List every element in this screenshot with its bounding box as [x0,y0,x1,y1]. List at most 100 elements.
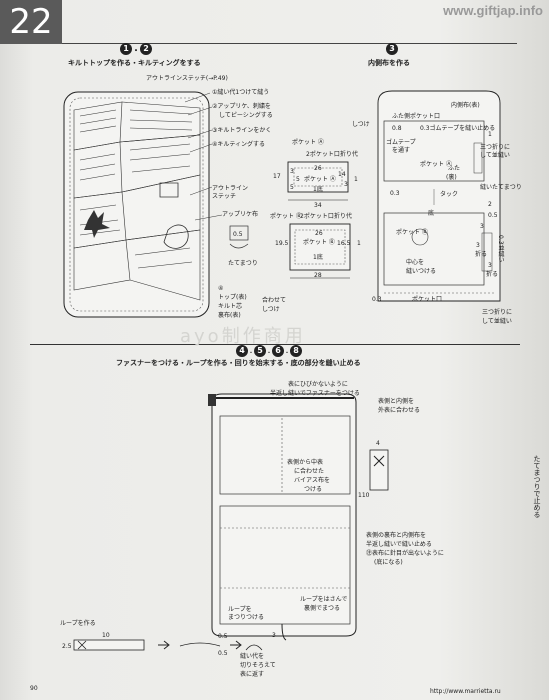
pocket-b-dim: 16.5 [337,240,351,247]
pocket-a-bottom: 1底 [313,186,323,193]
pocket-a-inner: ポケット Ⓐ [304,176,336,183]
pocket-b-label: ポケット Ⓑ [270,213,302,220]
inner-callout: ゴムテープ [386,139,416,146]
callout-2b: してピーシングする [219,112,273,119]
pocket-a-dim: 3 [290,168,294,175]
callout-tatematsuri: たてまつり [228,260,258,267]
inner-callout: 0.3ゴムテープを縫い止める [420,125,496,132]
inner-callout: 縫いつける [406,268,437,275]
pouch-illustration [208,393,357,641]
inner-callout: 1 [488,131,492,138]
callout-3: ③キルトラインをかく [212,127,272,134]
pocket-b-inner: ポケット Ⓑ [303,239,335,246]
callout-baste: しつけ [262,306,280,313]
pocket-a-dim: 14 [338,171,346,178]
pocket-b-dim: 1 [357,240,361,247]
pocket-a-dim: 17 [273,173,281,180]
pouch-callout: 表側から中表 [287,459,324,466]
footer-watermark: http://www.marrietta.ru [430,688,501,695]
inner-callout: 3 [488,262,492,269]
pocket-a-dim: 3 [344,181,348,188]
pocket-b-dim: 28 [314,272,322,279]
loop-dim: 0.5 [218,633,228,640]
applique-swatch: 0.5 [229,225,249,249]
pocket-a-diagram [287,161,349,201]
pocket-b-dim: 19.5 [275,240,289,247]
loop-dim: 2.5 [62,643,72,650]
inner-callout: 3 [476,242,480,249]
header-rule [62,43,517,44]
step-circle: 1 [120,42,132,55]
inner-callout: して並縫い [480,152,510,159]
page-number-badge: 22 [0,0,62,44]
callout-1: ①縫い代1つけて縫う [212,89,270,96]
pocket-a-label: ポケット Ⓐ [292,139,324,146]
page-number-bottom: 90 [30,685,38,692]
step-circle: 2 [140,42,152,55]
section1-title: キルトトップを作る・キルティングをする [68,59,201,67]
pouch-callout: 裏側でまつる [304,605,341,612]
pouch-callout: つける [304,486,323,493]
loop-steps-diagram [73,639,263,651]
inner-callout: 中心を [406,259,425,266]
inner-callout: 三つ折りに [480,144,511,151]
inner-callout: を通す [392,147,411,154]
inner-callout: 底 [428,210,435,217]
pocket-a-fold-label: 2ポケット口折り代 [306,151,358,158]
pouch-callout: 4 [376,440,380,447]
section1-step-numbers: 1・2 [120,38,152,57]
callout-backing: 裏布(表) [218,312,241,319]
pouch-callout: 外表に合わせる [378,407,421,414]
pouch-callout: 3 [272,632,276,639]
pouch-callout: 半返し縫いでファスナーをつける [270,390,360,397]
pouch-callout: ループをはさんで [300,596,348,603]
inner-callout: 0.8 [392,125,402,132]
loop-dim: 10 [102,632,110,639]
callout-4: ④キルティングする [212,141,266,148]
pocket-b-bottom: 1底 [313,254,323,261]
pocket-a-dim: 34 [314,202,322,209]
pouch-callout: ㊟表布に針目が出ないように [366,550,444,557]
inner-callout: ふた [448,165,461,172]
loop-note: 切りそろえて [240,662,276,669]
pouch-callout: (底になる) [374,559,403,566]
pouch-callout: 表にひびかないように [288,381,348,388]
callout-align: 合わせて [262,297,287,304]
loop-note: 表に返す [240,671,265,678]
callout-batting: キルト芯 [218,303,243,310]
pouch-callout: に合わせた [294,468,325,475]
section3-step-numbers: 4・5・6・8 [236,340,303,359]
pocket-a-dim: 1 [354,176,358,183]
inner-callout: して並縫い [482,318,512,325]
leader-lines [184,92,223,221]
pocket-a-dim: 26 [314,165,322,172]
inner-callout: ポケット Ⓐ [420,161,452,168]
inner-callout: 折る [486,271,499,278]
step-circle: 8 [290,344,303,357]
pocket-b-dim: 26 [315,230,323,237]
callout-4b: ④ [218,285,224,292]
sidebar-note: たてまつりで止める [533,455,541,518]
pouch-callout: バイアス布を [294,477,331,484]
inner-callout: (裏) [446,174,457,181]
inner-callout: 0.5 [488,212,498,219]
section3-title: ファスナーをつける・ループを作る・回りを始末する・底の部分を縫い止める [116,359,361,367]
step-circle: 4 [236,344,248,357]
pouch-callout: ループを [228,606,252,613]
callout-2a: ②アップリケ、刺繍を [212,103,271,110]
step-circle: 6 [272,344,285,357]
inner-callout: 0.3 [372,296,382,303]
pocket-a-dim: 5 [296,176,300,183]
inner-callout: 縫いたてまつり [480,184,522,191]
inner-callout: ポケット口 [412,296,443,303]
pocket-a-dim: 5 [290,184,294,191]
inner-callout: 2 [488,201,492,208]
inner-callout: タック [440,191,459,198]
pouch-callout: 表側の裏布と内側布を [366,532,427,539]
inner-callout: ポケット Ⓑ [396,229,428,236]
callout-applique: アップリケ布 [222,211,259,218]
center-watermark: ayo制作商用 [180,326,306,347]
inner-callout: しつけ [352,121,370,128]
loop-dim: 0.5 [218,650,228,657]
section2-title: 内側布を作る [368,59,410,67]
